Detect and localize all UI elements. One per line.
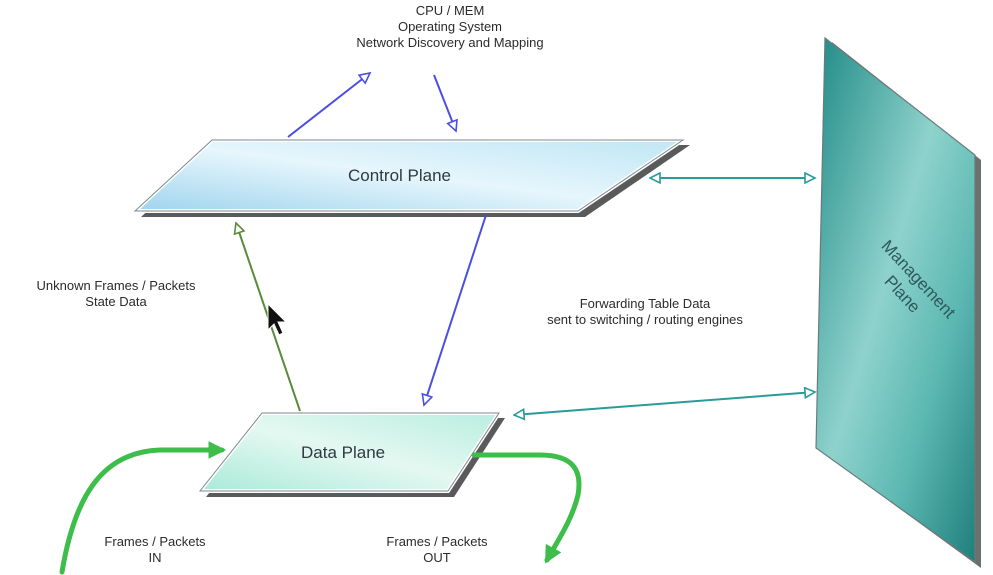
frames-out-label: Frames / Packets	[386, 534, 488, 549]
frames-in-label: Frames / Packets	[104, 534, 206, 549]
control-to-cpu-arrow	[287, 73, 370, 138]
management-plane	[815, 36, 981, 568]
cpu-to-control-arrow	[433, 74, 456, 131]
frames-in-arrow	[59, 441, 227, 575]
forwarding-table-arrow	[424, 214, 487, 405]
top-label-operating-system: Operating System	[397, 19, 503, 34]
unknown-frames-label: Unknown Frames / Packets	[36, 278, 196, 293]
control-plane	[129, 138, 690, 217]
top-label-cpu-mem: CPU / MEM	[415, 3, 485, 18]
state-data-label: State Data	[85, 294, 147, 309]
frames-out-sub-label: OUT	[423, 550, 451, 565]
frames-in-sub-label: IN	[148, 550, 162, 565]
mouse-cursor-icon	[267, 302, 288, 336]
data-plane-label: Data Plane	[301, 443, 386, 462]
data-plane	[195, 411, 505, 497]
frames-out-arrow	[471, 452, 582, 564]
sent-to-engines-label: sent to switching / routing engines	[547, 312, 743, 327]
data-management-arrow	[514, 392, 815, 415]
forwarding-table-label: Forwarding Table Data	[579, 296, 711, 311]
control-plane-label: Control Plane	[348, 166, 452, 185]
top-label-network-discovery: Network Discovery and Mapping	[356, 35, 544, 50]
